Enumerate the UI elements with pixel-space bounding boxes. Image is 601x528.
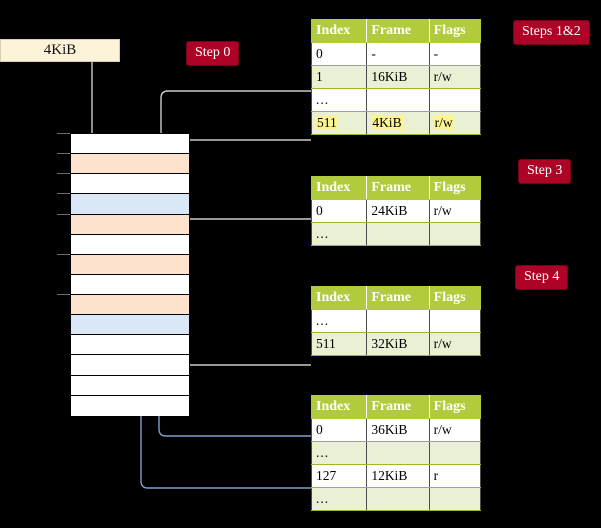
table-header-flags: Flags — [428, 286, 482, 310]
table-cell: r/w — [428, 199, 482, 223]
table-cell: 16KiB — [366, 65, 430, 89]
table-cell: ... — [310, 441, 368, 465]
page-size-box: 4KiB — [0, 39, 120, 62]
memory-frame-row — [71, 355, 189, 376]
wire-step3 — [173, 218, 311, 293]
memory-tick-mark — [57, 153, 70, 155]
memory-frame-row — [71, 315, 189, 336]
table-cell: r/w — [428, 418, 482, 442]
table-row: ... — [310, 88, 482, 112]
table-header-index: Index — [310, 19, 368, 43]
table-header-flags: Flags — [428, 19, 482, 43]
table-header-flags: Flags — [428, 176, 482, 200]
table-cell: r/w — [428, 111, 482, 135]
table-header-frame: Frame — [366, 176, 430, 200]
table-cell: 127 — [310, 464, 368, 488]
table-row: ... — [310, 222, 482, 246]
memory-tick-mark — [57, 173, 70, 175]
table-cell: 1 — [310, 65, 368, 89]
memory-frame-row — [71, 194, 189, 215]
step-label-step3: Step 3 — [518, 159, 572, 184]
table-row: 0-- — [310, 42, 482, 66]
table-cell — [366, 88, 430, 112]
memory-frame-row — [71, 154, 189, 175]
memory-frame-row — [71, 254, 189, 275]
table-cell — [366, 487, 430, 511]
memory-frame-row — [71, 134, 189, 155]
table-cell: ... — [310, 88, 368, 112]
table-row: ... — [310, 309, 482, 333]
table-cell: r/w — [428, 332, 482, 356]
memory-tick-mark — [57, 193, 70, 195]
table-cell: ... — [310, 487, 368, 511]
table-cell: ... — [310, 309, 368, 333]
memory-tick-mark — [57, 213, 70, 215]
table-cell — [428, 88, 482, 112]
table-cell: - — [428, 42, 482, 66]
table-header-frame: Frame — [366, 286, 430, 310]
table-cell: - — [366, 42, 430, 66]
table-header-index: Index — [310, 395, 368, 419]
step-label-step4: Step 4 — [515, 265, 569, 290]
table-header-frame: Frame — [366, 19, 430, 43]
table-header-index: Index — [310, 286, 368, 310]
table-cell: 12KiB — [366, 464, 430, 488]
table-cell — [428, 487, 482, 511]
table-header-flags: Flags — [428, 395, 482, 419]
table-cell: 32KiB — [366, 332, 430, 356]
table-cell: 24KiB — [366, 199, 430, 223]
step-label-step0: Step 0 — [186, 41, 240, 66]
table-cell — [366, 309, 430, 333]
table-row: ... — [310, 441, 482, 465]
table-cell: 511 — [310, 332, 368, 356]
table-row: ... — [310, 487, 482, 511]
table-cell: 36KiB — [366, 418, 430, 442]
table-cell — [428, 222, 482, 246]
memory-frame-row — [71, 295, 189, 316]
table-cell: r — [428, 464, 482, 488]
step-label-steps-1-and-2: Steps 1&2 — [513, 20, 590, 45]
table-header-index: Index — [310, 176, 368, 200]
table-cell: 0 — [310, 418, 368, 442]
memory-frame-row — [71, 375, 189, 396]
memory-frame-row — [71, 335, 189, 356]
table-cell: 0 — [310, 199, 368, 223]
table-cell: 0 — [310, 42, 368, 66]
physical-memory-column — [70, 133, 190, 416]
table-header-frame: Frame — [366, 395, 430, 419]
memory-tick-mark — [57, 133, 70, 134]
table-cell — [366, 441, 430, 465]
memory-frame-row — [71, 174, 189, 195]
memory-frame-row — [71, 395, 189, 416]
table-cell — [366, 222, 430, 246]
table-cell: 511 — [310, 111, 368, 135]
table-cell — [428, 309, 482, 333]
table-cell — [428, 441, 482, 465]
wire-step4 — [171, 312, 311, 366]
memory-tick-mark — [57, 253, 70, 255]
table-cell: ... — [310, 222, 368, 246]
page-size-label: 4KiB — [43, 42, 77, 58]
memory-frame-row — [71, 214, 189, 235]
memory-frame-row — [71, 274, 189, 295]
table-cell: 4KiB — [366, 111, 430, 135]
memory-tick-mark — [57, 294, 70, 296]
table-cell: r/w — [428, 65, 482, 89]
memory-frame-row — [71, 234, 189, 255]
